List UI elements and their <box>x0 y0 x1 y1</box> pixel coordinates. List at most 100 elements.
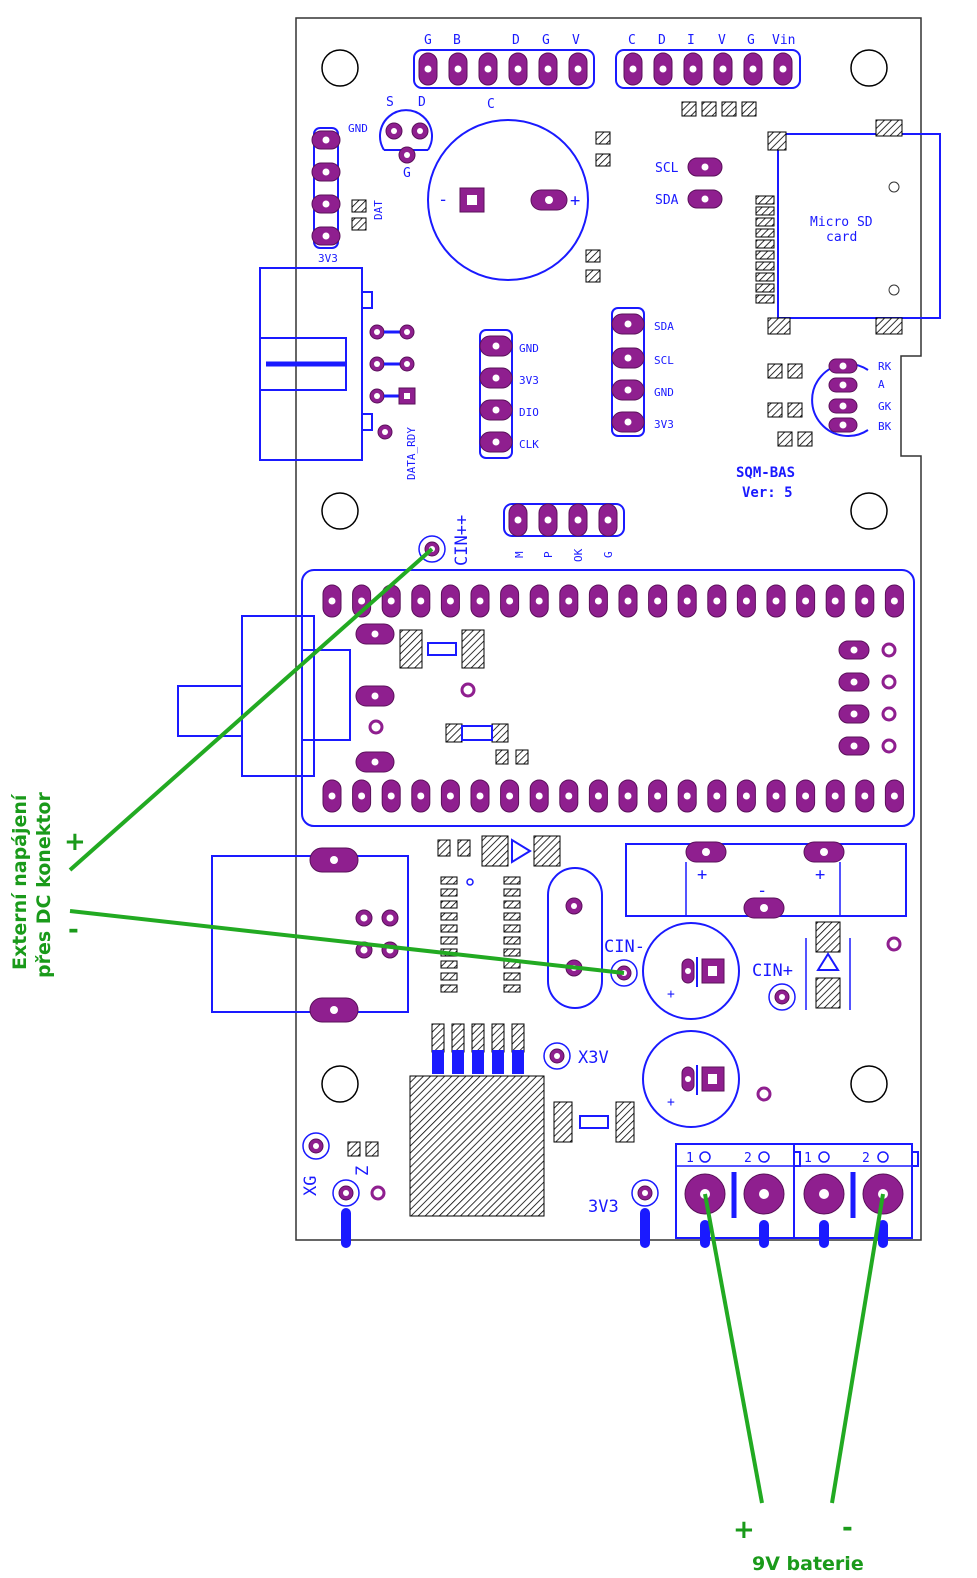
led-pin-0-hole <box>839 362 847 370</box>
smd-r4 <box>585 269 601 283</box>
mcu-top-pin-3-hole <box>417 597 425 605</box>
ic-left-pin-1 <box>440 888 458 897</box>
mcu-bottom-pin-4-hole <box>446 792 454 800</box>
mcu-bottom-pin-16-hole <box>802 792 810 800</box>
button-pin-0-hole <box>514 516 522 524</box>
header-top-right-label-0: C <box>628 33 636 48</box>
mcu-bottom-pin-14-hole <box>742 792 750 800</box>
header-top-right-label-1: D <box>658 33 666 48</box>
header-top-left-label-1: B <box>453 33 461 48</box>
sd-card-label-1: Micro SD <box>810 215 873 230</box>
left-header-pin-3-hole <box>322 232 330 240</box>
header-top-right-pin-1-hole <box>659 65 667 73</box>
wire-batt-plus <box>703 1193 764 1504</box>
mcu-top-pin-14-hole <box>742 597 750 605</box>
display-gnd: GND <box>519 342 539 355</box>
i2c-small-scl: SCL <box>655 161 679 176</box>
smd-row-top <box>681 101 757 117</box>
i2c-sda: SDA <box>654 320 674 333</box>
header-top-left-pin-1-hole <box>454 65 462 73</box>
mcu-top-pin-8-hole <box>565 597 573 605</box>
mcu-bottom-pin-9-hole <box>594 792 602 800</box>
sd-pin-8 <box>755 283 775 293</box>
i2c-small-sda: SDA <box>655 193 679 208</box>
mcu-top-pin-15-hole <box>772 597 780 605</box>
led-pin-3-hole <box>839 421 847 429</box>
mcu-bottom-pin-7-hole <box>535 792 543 800</box>
ic-left-pin-5 <box>440 936 458 945</box>
capacitor-label: C <box>487 97 495 112</box>
x3v-label: X3V <box>578 1048 609 1068</box>
mcu-top-pin-6-hole <box>506 597 514 605</box>
mcu-side-pin-0-hole <box>850 646 858 654</box>
header-top-right-pin-3-hole <box>719 65 727 73</box>
ic-left-pin-9 <box>440 984 458 993</box>
wire-batt-minus <box>830 1193 885 1504</box>
left-header-gnd: GND <box>348 122 368 135</box>
ic-right-pin-9 <box>503 984 521 993</box>
terminal-2b: 2 <box>862 1151 870 1166</box>
display-pin-1-hole <box>492 374 500 382</box>
mcu-bottom-pin-8-hole <box>565 792 573 800</box>
sd-pin-0 <box>755 195 775 205</box>
reg-pin-1 <box>452 1050 464 1074</box>
regulator-area: + + - <box>437 835 907 1009</box>
mcu-top-pin-17-hole <box>831 597 839 605</box>
electrolytic-capacitor-big: C - + <box>427 97 589 281</box>
ic-left-pin-7 <box>440 960 458 969</box>
cin-plus-label: CIN+ <box>752 961 793 981</box>
ic-right-pin-3 <box>503 912 521 921</box>
mcu-top-pin-5-hole <box>476 597 484 605</box>
mcu-top-pin-11-hole <box>654 597 662 605</box>
mcu-side-pin-1-hole <box>850 678 858 686</box>
ic-right-pin-5 <box>503 936 521 945</box>
mcu-bottom-pin-17-hole <box>831 792 839 800</box>
terminal-1a: 1 <box>686 1151 694 1166</box>
annotation-wires <box>68 547 885 1504</box>
sd-pin-9 <box>755 294 775 304</box>
i2c-pin-1-hole <box>624 354 632 362</box>
led-pin-2-hole <box>839 402 847 410</box>
display-dio: DIO <box>519 406 539 419</box>
xg-label: XG <box>301 1176 321 1196</box>
mcu-top-pin-4-hole <box>446 597 454 605</box>
sensor-pin-s: S <box>386 95 394 110</box>
reg-pin-top-0 <box>431 1023 445 1053</box>
ic-right-pin-2 <box>503 900 521 909</box>
display-clk: CLK <box>519 438 539 451</box>
i2c-gnd: GND <box>654 386 674 399</box>
ic-left-pin-2 <box>440 900 458 909</box>
header-top-left-label-2: D <box>512 33 520 48</box>
header-top-right: C D I V G Vin <box>615 33 801 89</box>
mcu-top-pin-1-hole <box>358 597 366 605</box>
display-pin-2-hole <box>492 406 500 414</box>
smd-r3 <box>585 249 601 263</box>
header-top-left-pin-5-hole <box>574 65 582 73</box>
capacitor-minus: - <box>438 190 448 210</box>
mcu-top-pin-0-hole <box>328 597 336 605</box>
header-i2c: SDA SCL GND 3V3 <box>611 307 674 437</box>
cin-pp-label: CIN++ <box>452 515 472 566</box>
sd-pin-7 <box>755 272 775 282</box>
external-power-line1: Externí napájení <box>9 793 31 970</box>
micro-sd-card: Micro SD card <box>755 119 941 335</box>
mcu-bottom-pin-1-hole <box>358 792 366 800</box>
mcu-bottom-pin-0-hole <box>328 792 336 800</box>
mcu-bottom-pin-6-hole <box>506 792 514 800</box>
external-plus: + <box>64 827 86 857</box>
header-top-right-pin-5-hole <box>779 65 787 73</box>
holder-minus: - <box>757 881 767 901</box>
reg-pin-2 <box>472 1050 484 1074</box>
cin-minus-pad: CIN- <box>604 937 645 987</box>
mcu-side-hole-1 <box>881 674 897 690</box>
i2c-pin-0-hole <box>624 320 632 328</box>
holder-plus-1: + <box>697 865 707 885</box>
wire-ext-minus <box>69 909 625 975</box>
board-version: Ver: 5 <box>742 485 793 501</box>
button-ok: OK <box>572 548 585 562</box>
terminal-2a: 2 <box>744 1151 752 1166</box>
mcu-side-hole-2 <box>881 706 897 722</box>
led-a: A <box>878 378 885 391</box>
sd-pin-2 <box>755 217 775 227</box>
external-power-line2: přes DC konektor <box>33 792 55 978</box>
